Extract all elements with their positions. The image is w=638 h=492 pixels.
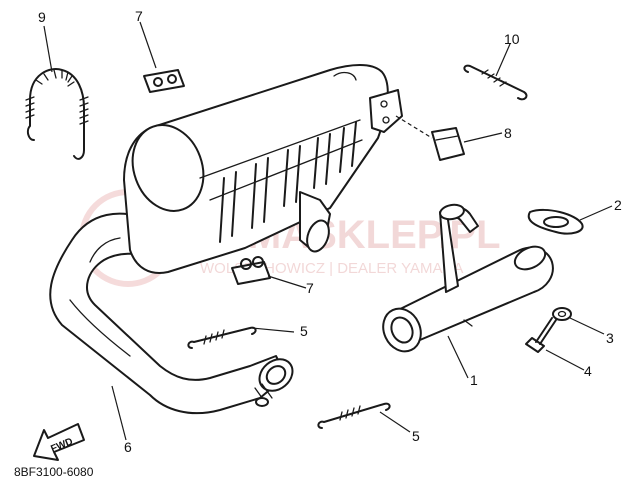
clamp-plate bbox=[395, 115, 465, 161]
washer bbox=[552, 307, 572, 321]
callout-2: 2 bbox=[614, 197, 622, 213]
damper-upper bbox=[143, 69, 185, 93]
heat-shield-slots bbox=[219, 121, 357, 243]
fwd-arrow-icon: FWD bbox=[33, 423, 85, 461]
spring-10 bbox=[463, 64, 528, 101]
callout-3: 4 bbox=[584, 363, 592, 379]
callout-9: 9 bbox=[38, 9, 46, 25]
callout-7-upper: 7 bbox=[135, 8, 143, 24]
spring-5-lower bbox=[317, 402, 391, 429]
callout-labels: 9 7 10 8 2 7 5 3 4 1 5 6 bbox=[38, 8, 622, 455]
gasket bbox=[527, 208, 584, 235]
callout-8: 8 bbox=[504, 125, 512, 141]
damper-lower bbox=[231, 256, 271, 285]
spring-5-upper bbox=[187, 326, 257, 349]
callout-4: 3 bbox=[606, 330, 614, 346]
part-code: 8BF3100-6080 bbox=[14, 465, 94, 479]
bolt bbox=[525, 317, 557, 353]
callout-5-lower: 5 bbox=[412, 428, 420, 444]
muffler bbox=[123, 64, 403, 274]
exhaust-pipe bbox=[49, 212, 294, 415]
callout-6: 6 bbox=[124, 439, 132, 455]
callout-1: 1 bbox=[470, 372, 478, 388]
callout-10: 10 bbox=[504, 31, 520, 47]
leader-lines bbox=[43, 21, 613, 441]
spring-long bbox=[25, 68, 89, 160]
exhaust-pipe-1 bbox=[382, 203, 554, 353]
callout-5-upper: 5 bbox=[300, 323, 308, 339]
callout-7-lower: 7 bbox=[306, 280, 314, 296]
